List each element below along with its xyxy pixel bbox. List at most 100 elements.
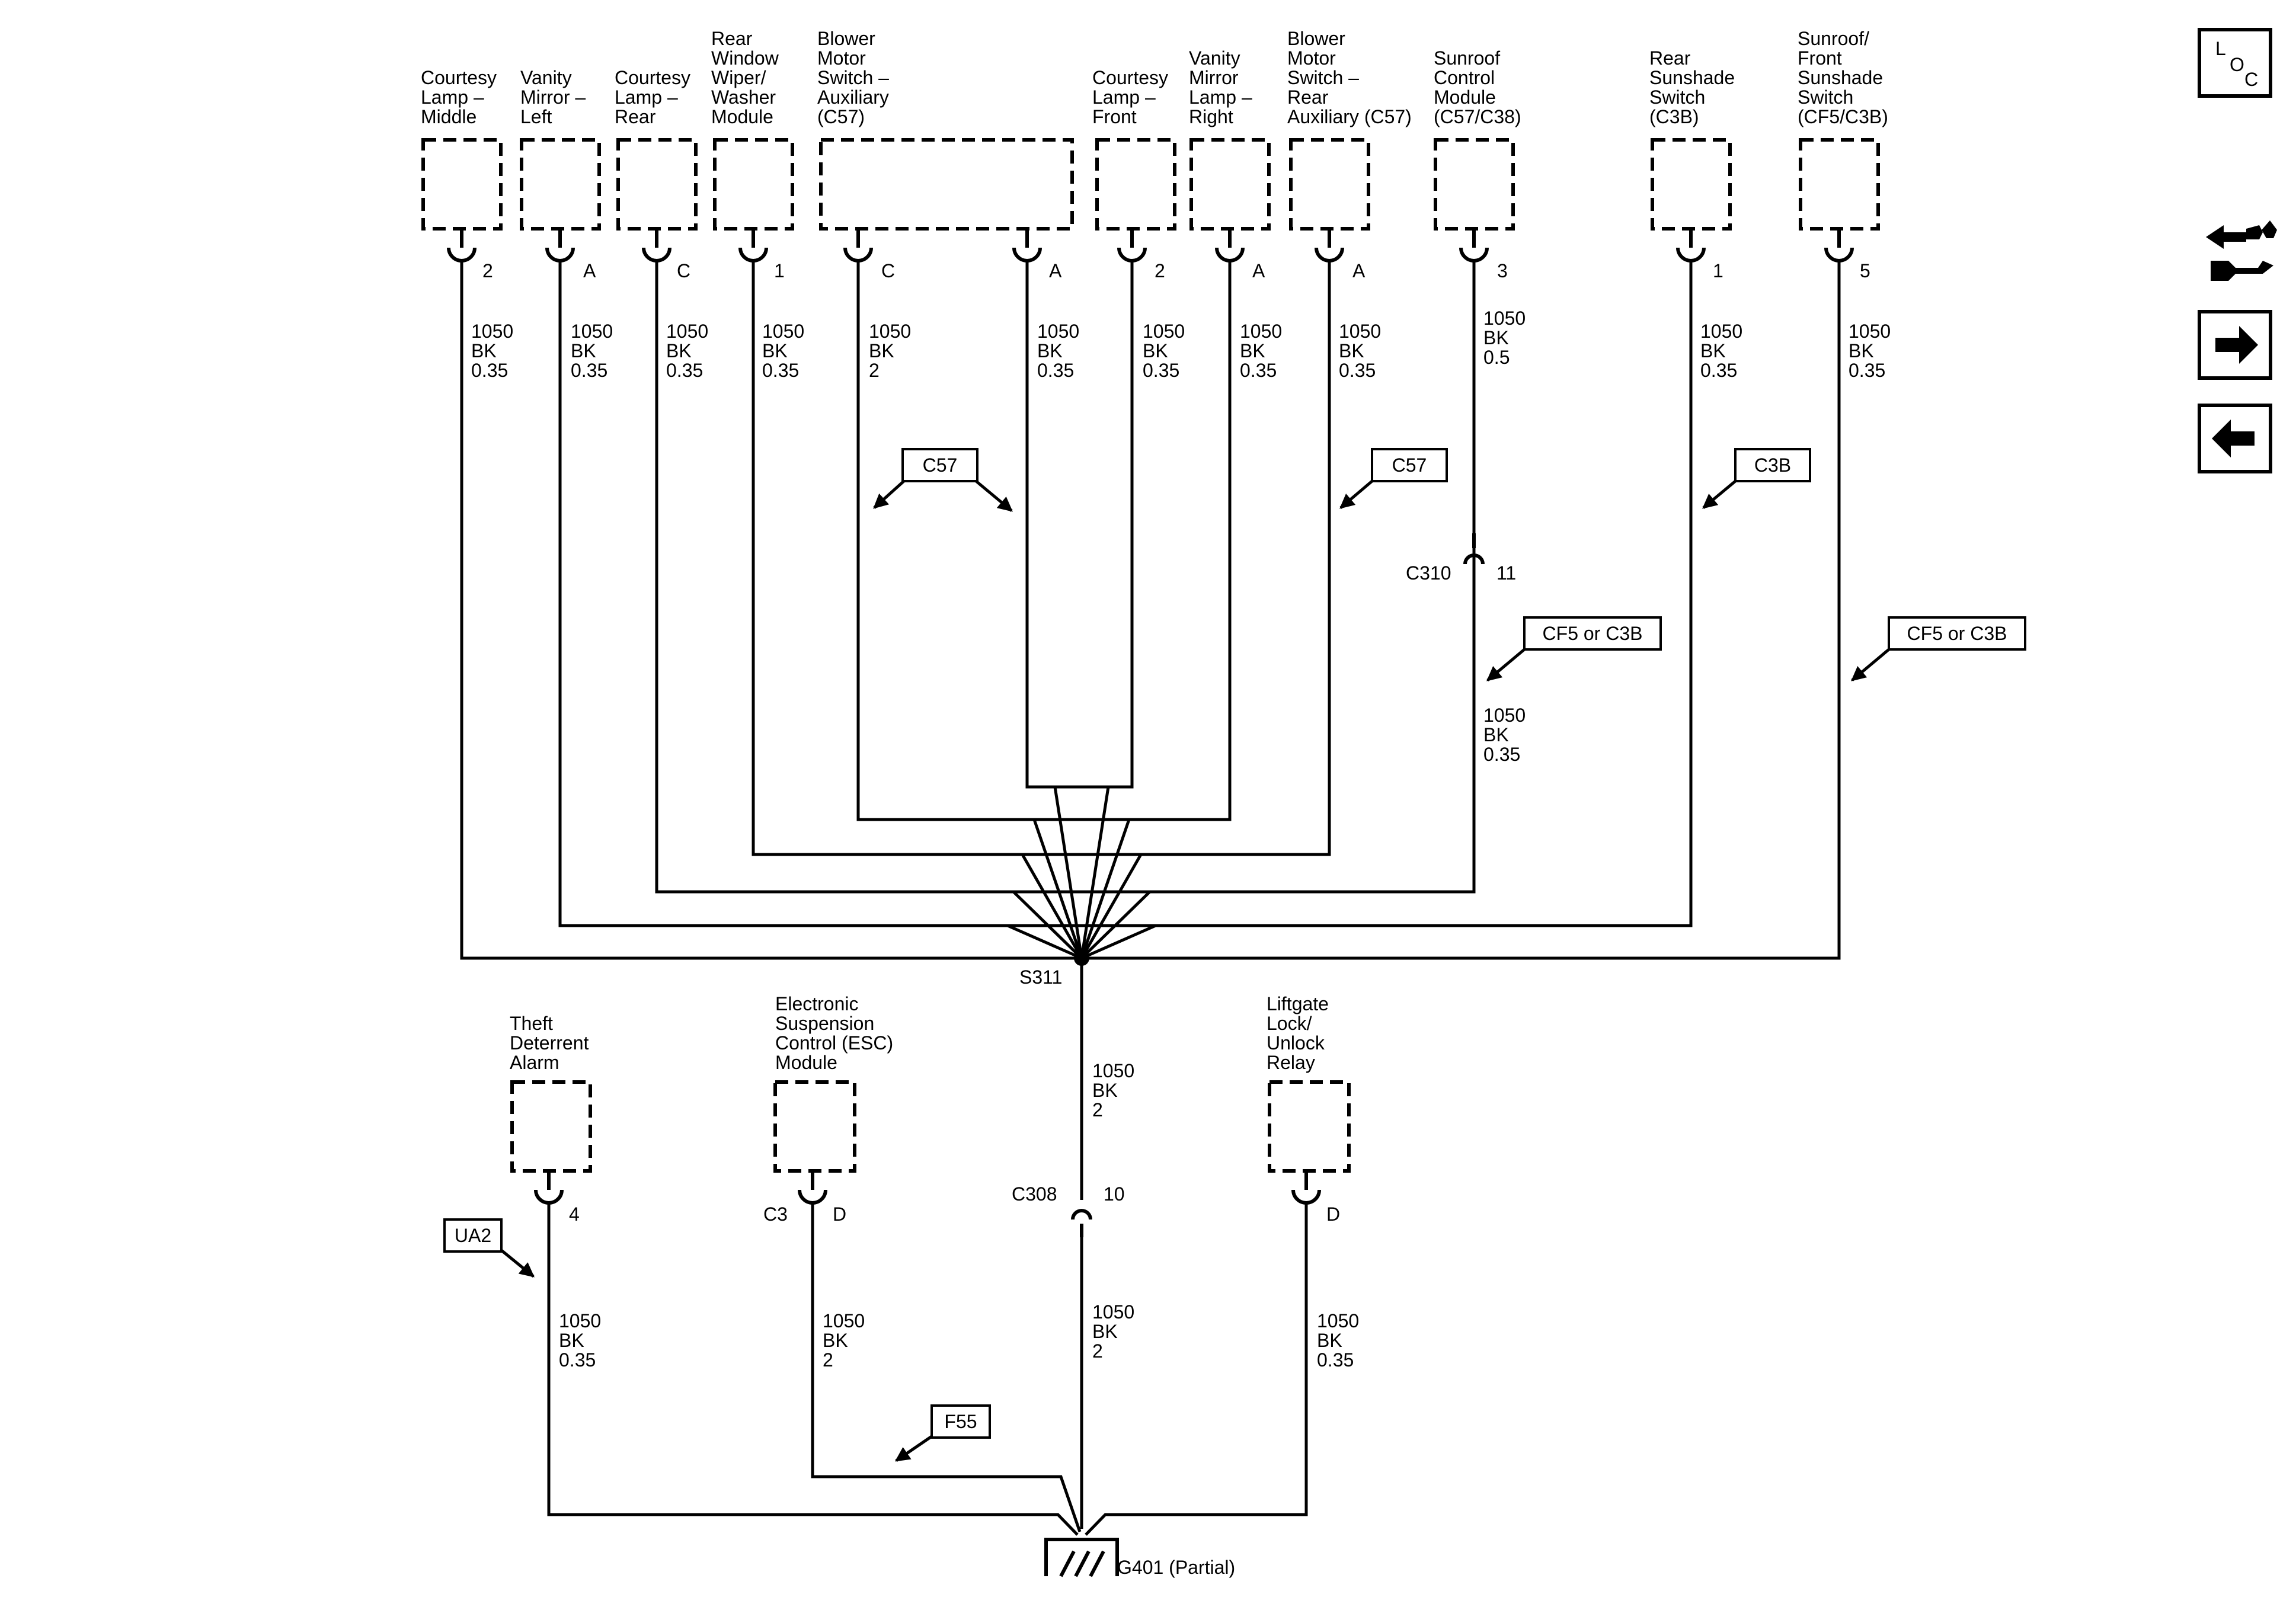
pin-connector-sunroof-control	[1459, 229, 1489, 263]
svg-text:2: 2	[869, 360, 880, 381]
pin-number: C	[677, 260, 690, 281]
svg-text:2: 2	[1092, 1099, 1103, 1121]
svg-text:1050: 1050	[1849, 321, 1891, 342]
wire-label: 1050 BK 0.35	[571, 321, 613, 381]
ground-symbol-g401	[1044, 1538, 1119, 1577]
svg-text:Motor: Motor	[1287, 47, 1336, 69]
option-tag-f55: F55	[894, 1404, 991, 1462]
svg-text:Auxiliary: Auxiliary	[817, 87, 889, 108]
forward-arrow-button[interactable]	[2198, 310, 2272, 380]
svg-text:2: 2	[1092, 1340, 1103, 1362]
svg-text:Motor: Motor	[817, 47, 866, 69]
svg-text:C57: C57	[923, 454, 958, 476]
svg-text:Window: Window	[711, 47, 779, 69]
pin-number: C	[881, 260, 895, 281]
connector-label-c308: C308	[1012, 1183, 1057, 1205]
svg-text:BK: BK	[1092, 1080, 1118, 1101]
label-courtesy-lamp-rear: Courtesy Lamp – Rear	[615, 67, 690, 127]
svg-text:BK: BK	[1483, 724, 1509, 745]
wire-label: 1050 BK 0.35	[471, 321, 513, 381]
back-arrow-button[interactable]	[2198, 404, 2272, 473]
svg-text:Liftgate: Liftgate	[1267, 993, 1329, 1014]
svg-text:Lamp –: Lamp –	[1189, 87, 1252, 108]
arrow-left-icon	[2212, 420, 2255, 457]
svg-text:0.35: 0.35	[666, 360, 703, 381]
svg-text:0.35: 0.35	[559, 1349, 596, 1371]
label-rear-window-wiper-washer-module: Rear Window Wiper/ Washer Module	[711, 28, 779, 127]
svg-text:Front: Front	[1092, 106, 1137, 127]
svg-text:1050: 1050	[1339, 321, 1381, 342]
splice-fan-in	[1006, 786, 1157, 960]
pin-connector-theft-deterrent	[534, 1171, 564, 1205]
option-tag-c57-right: C57	[1339, 448, 1448, 509]
svg-text:Unlock: Unlock	[1267, 1032, 1325, 1054]
svg-text:0.5: 0.5	[1483, 347, 1510, 368]
pin-number: 1	[1713, 260, 1723, 281]
pin-number: 5	[1860, 260, 1870, 281]
pin-connector-blower-aux-a	[1012, 229, 1042, 263]
svg-text:Lamp –: Lamp –	[421, 87, 484, 108]
component-box-blower-motor-rear-aux	[1289, 138, 1370, 231]
option-tag-cf5-c3b-sunroof: CF5 or C3B	[1486, 616, 1662, 681]
svg-text:BK: BK	[1700, 340, 1726, 361]
svg-text:BK: BK	[1240, 340, 1265, 361]
wire-label: 1050 BK 0.35	[666, 321, 708, 381]
svg-text:BK: BK	[571, 340, 596, 361]
svg-text:BK: BK	[1339, 340, 1364, 361]
ground-label: G401 (Partial)	[1117, 1557, 1235, 1578]
arrow-right-icon	[2215, 326, 2258, 364]
svg-text:1050: 1050	[571, 321, 613, 342]
pin-number: A	[1049, 260, 1062, 281]
svg-text:0.35: 0.35	[1317, 1349, 1354, 1371]
svg-text:0.35: 0.35	[571, 360, 607, 381]
svg-text:Rear: Rear	[711, 28, 753, 49]
svg-text:BK: BK	[1849, 340, 1874, 361]
label-courtesy-lamp-middle: Courtesy Lamp – Middle	[421, 67, 497, 127]
component-box-theft-deterrent	[510, 1080, 592, 1173]
wire-harness-top	[460, 261, 1841, 960]
svg-text:0.35: 0.35	[1483, 744, 1520, 765]
svg-text:BK: BK	[1317, 1330, 1342, 1351]
svg-text:Blower: Blower	[1287, 28, 1345, 49]
svg-text:Blower: Blower	[817, 28, 875, 49]
svg-text:1050: 1050	[1483, 308, 1526, 329]
pin-number: A	[1352, 260, 1366, 281]
svg-text:Courtesy: Courtesy	[1092, 67, 1168, 88]
pin-number: A	[1252, 260, 1265, 281]
connector-swap-icon[interactable]	[2206, 220, 2277, 281]
wire-label: 1050 BK 2	[869, 321, 911, 381]
svg-text:Switch –: Switch –	[1287, 67, 1359, 88]
component-box-sunroof-control	[1434, 138, 1515, 231]
option-tag-c3b: C3B	[1702, 448, 1811, 509]
wire-label: 1050 BK 0.35	[1849, 321, 1891, 381]
label-esc-module: Electronic Suspension Control (ESC) Modu…	[775, 993, 893, 1073]
svg-text:(CF5/C3B): (CF5/C3B)	[1798, 106, 1888, 127]
svg-text:L: L	[2215, 38, 2226, 59]
svg-text:Switch –: Switch –	[817, 67, 889, 88]
svg-text:BK: BK	[1143, 340, 1168, 361]
pin-number: 2	[482, 260, 493, 281]
pin-connector-blower-rear-aux	[1315, 229, 1344, 263]
loc-button[interactable]: L O C	[2198, 28, 2272, 98]
svg-text:Wiper/: Wiper/	[711, 67, 766, 88]
pin-connector-courtesy-lamp-rear	[642, 229, 671, 263]
svg-text:Electronic: Electronic	[775, 993, 859, 1014]
component-box-courtesy-lamp-front	[1095, 138, 1176, 231]
connector-pin-c310: 11	[1496, 562, 1516, 584]
wire-label: 1050 BK 0.35	[559, 1310, 601, 1371]
svg-text:Alarm: Alarm	[510, 1052, 559, 1073]
svg-text:1050: 1050	[1037, 321, 1079, 342]
svg-text:Auxiliary (C57): Auxiliary (C57)	[1287, 106, 1412, 127]
svg-text:Vanity: Vanity	[1189, 47, 1240, 69]
svg-text:Sunshade: Sunshade	[1649, 67, 1735, 88]
svg-text:Control: Control	[1434, 67, 1495, 88]
svg-text:BK: BK	[471, 340, 497, 361]
svg-text:0.35: 0.35	[1849, 360, 1885, 381]
svg-text:CF5 or C3B: CF5 or C3B	[1907, 623, 2007, 644]
pin-connector-blower-aux-c	[843, 229, 873, 263]
component-box-esc-module	[773, 1080, 856, 1173]
splice-label: S311	[1019, 966, 1062, 988]
svg-text:BK: BK	[666, 340, 692, 361]
svg-text:Lamp –: Lamp –	[1092, 87, 1156, 108]
